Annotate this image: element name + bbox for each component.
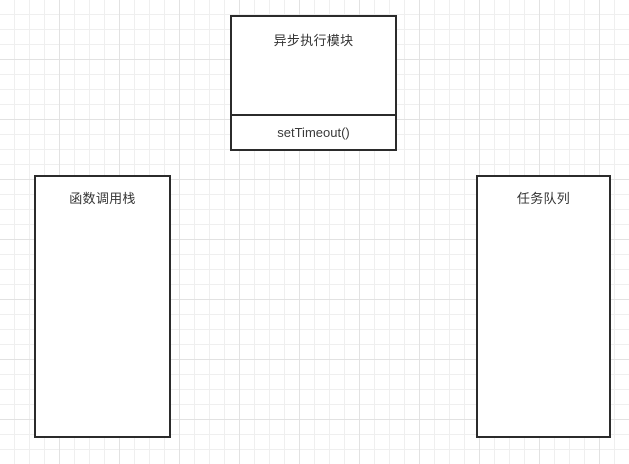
node-async-module-title: 异步执行模块 bbox=[273, 33, 354, 48]
node-async-module-header: 异步执行模块 bbox=[232, 17, 395, 114]
node-async-module-body: setTimeout() bbox=[232, 116, 395, 149]
node-async-module[interactable]: 异步执行模块 setTimeout() bbox=[230, 15, 397, 151]
node-call-stack[interactable]: 函数调用栈 bbox=[34, 175, 171, 438]
node-call-stack-title: 函数调用栈 bbox=[69, 191, 136, 206]
node-task-queue-title: 任务队列 bbox=[516, 191, 571, 206]
node-async-module-subtitle: setTimeout() bbox=[277, 125, 350, 140]
node-task-queue[interactable]: 任务队列 bbox=[476, 175, 611, 438]
node-async-module-divider bbox=[232, 114, 395, 116]
